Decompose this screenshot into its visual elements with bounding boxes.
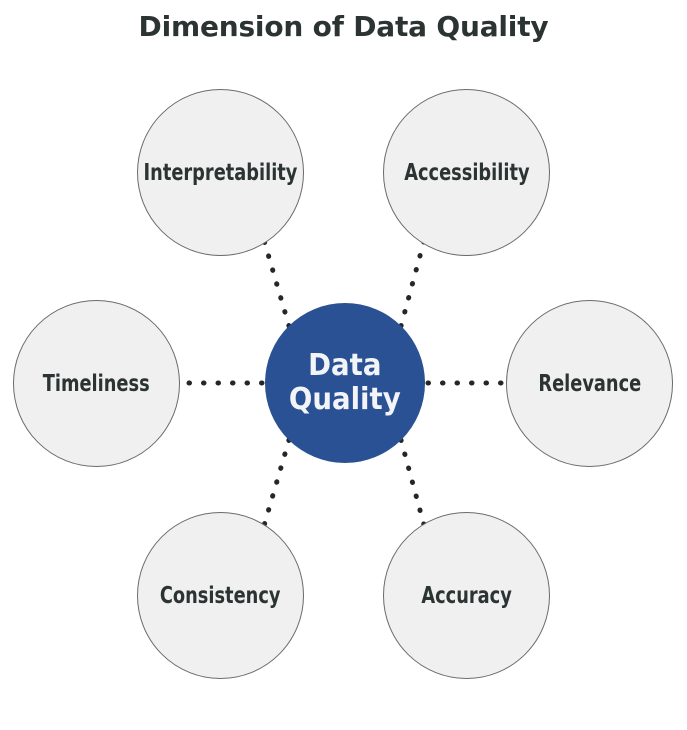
page-title: Dimension of Data Quality xyxy=(138,10,549,43)
node-timeliness[interactable]: Timeliness xyxy=(13,300,180,467)
node-accessibility[interactable]: Accessibility xyxy=(383,89,550,256)
node-consistency[interactable]: Consistency xyxy=(137,512,304,679)
node-label-consistency: Consistency xyxy=(160,582,281,609)
node-relevance[interactable]: Relevance xyxy=(506,300,673,467)
node-label-data-quality-line1: Data xyxy=(308,348,382,383)
node-label-accessibility: Accessibility xyxy=(403,159,530,186)
connector-data-quality-to-accuracy xyxy=(398,437,430,539)
node-label-accuracy: Accuracy xyxy=(421,582,512,609)
node-label-relevance: Relevance xyxy=(538,370,641,397)
connector-data-quality-to-interpretability xyxy=(258,227,292,329)
node-label-interpretability: Interpretability xyxy=(143,159,298,186)
node-data-quality[interactable]: Data Quality xyxy=(265,303,425,463)
node-label-timeliness: Timeliness xyxy=(43,370,150,397)
connector-data-quality-to-consistency xyxy=(258,437,292,539)
node-label-data-quality-line2: Quality xyxy=(289,382,401,417)
node-accuracy[interactable]: Accuracy xyxy=(383,512,550,679)
node-interpretability[interactable]: Interpretability xyxy=(137,89,304,256)
node-label-data-quality: Data Quality xyxy=(289,349,401,417)
